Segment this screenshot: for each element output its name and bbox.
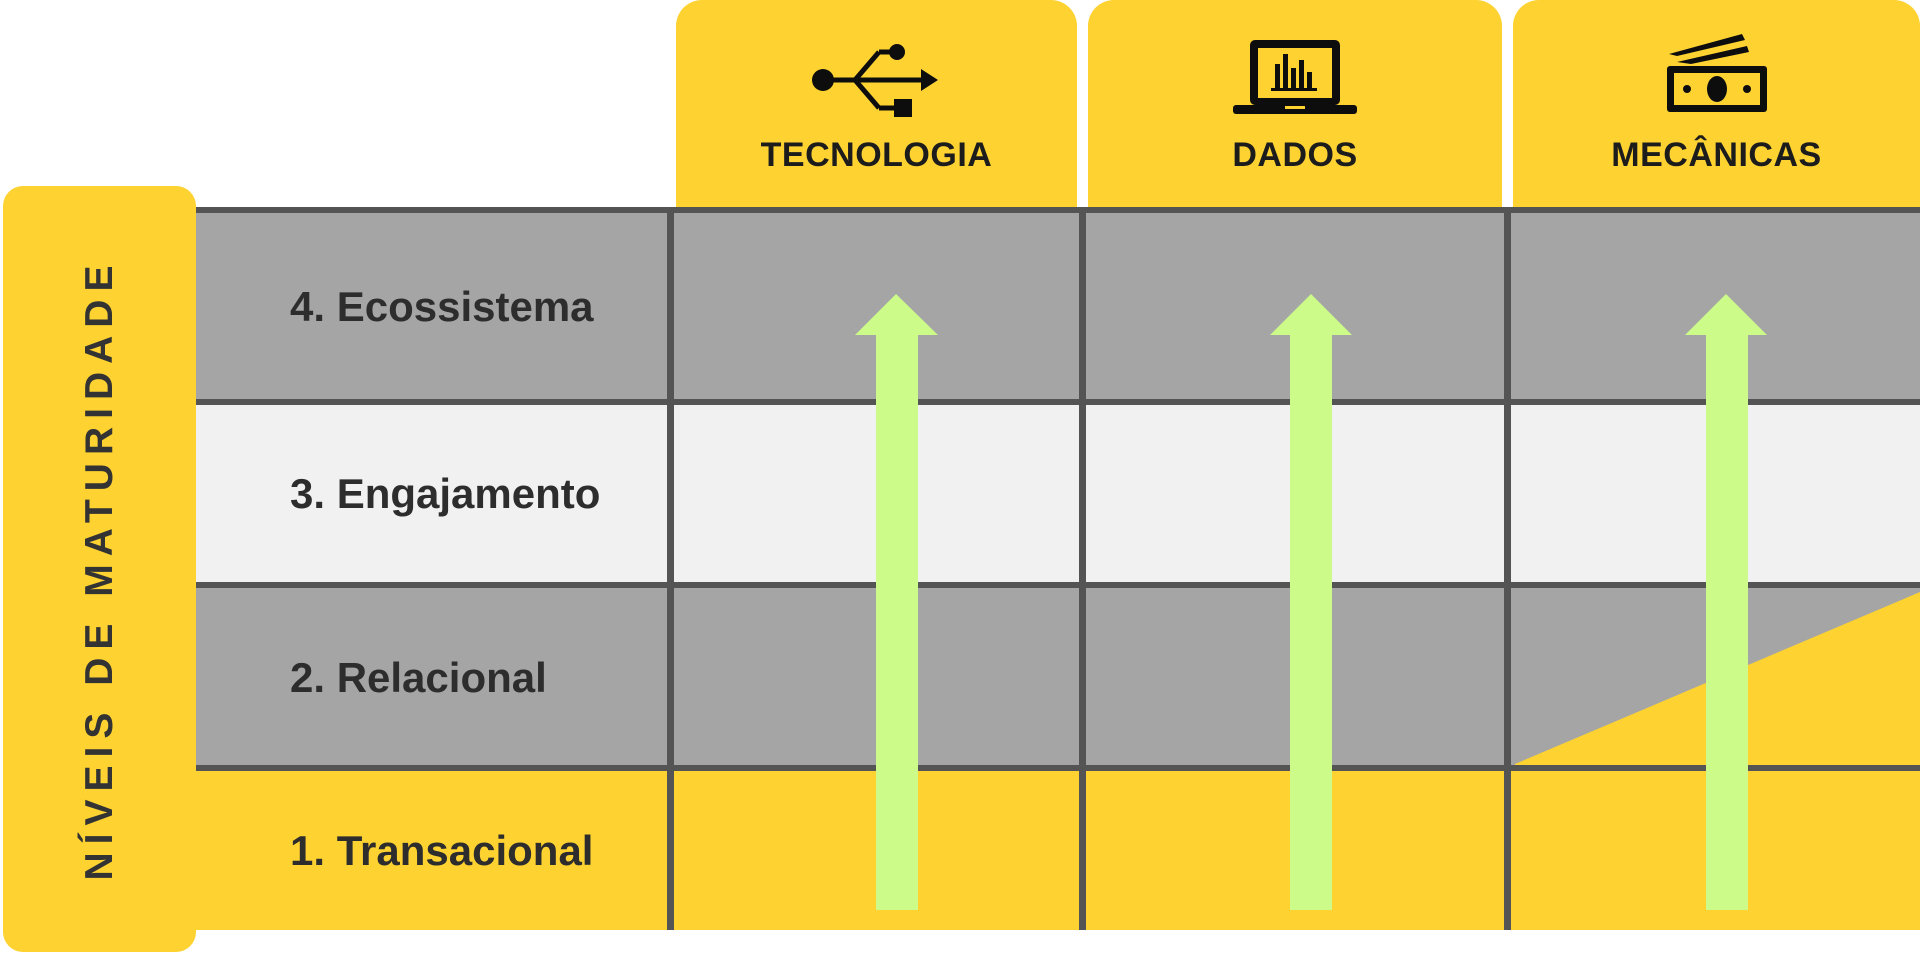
row-label-transacional: 1. Transacional <box>290 826 594 874</box>
grid-line-2 <box>196 582 1920 588</box>
grid-vline-2 <box>1079 210 1086 930</box>
column-header-mecanicas: MECÂNICAS <box>1513 0 1920 212</box>
grid-line-3 <box>196 765 1920 771</box>
grid-vline-3 <box>1504 210 1511 930</box>
grid-line-top <box>196 207 1920 213</box>
row-label-relacional: 2. Relacional <box>290 653 547 701</box>
column-title-dados: DADOS <box>1232 136 1358 174</box>
column-header-dados: DADOS <box>1088 0 1502 212</box>
laptop-chart-icon <box>1225 32 1365 122</box>
column-title-mecanicas: MECÂNICAS <box>1611 136 1822 174</box>
row-ecossistema: 4. Ecossistema <box>196 210 1920 403</box>
usb-icon <box>807 32 947 122</box>
maturity-levels-sidebar: NÍVEIS DE MATURIDADE <box>3 186 196 952</box>
row-label-ecossistema: 4. Ecossistema <box>290 282 594 330</box>
arrow-up-dados <box>1270 294 1352 910</box>
grid-vline-1 <box>667 210 674 930</box>
arrow-up-mecanicas <box>1685 294 1767 910</box>
grid-line-1 <box>196 399 1920 405</box>
row-engajamento: 3. Engajamento <box>196 403 1920 584</box>
column-title-tecnologia: TECNOLOGIA <box>760 136 993 174</box>
row-label-engajamento: 3. Engajamento <box>290 469 601 517</box>
column-header-tecnologia: TECNOLOGIA <box>676 0 1077 212</box>
money-icon <box>1647 32 1787 122</box>
arrow-up-tecnologia <box>855 294 938 910</box>
maturity-grid: 4. Ecossistema 3. Engajamento 2. Relacio… <box>196 210 1920 930</box>
row-transacional: 1. Transacional <box>196 771 1920 930</box>
